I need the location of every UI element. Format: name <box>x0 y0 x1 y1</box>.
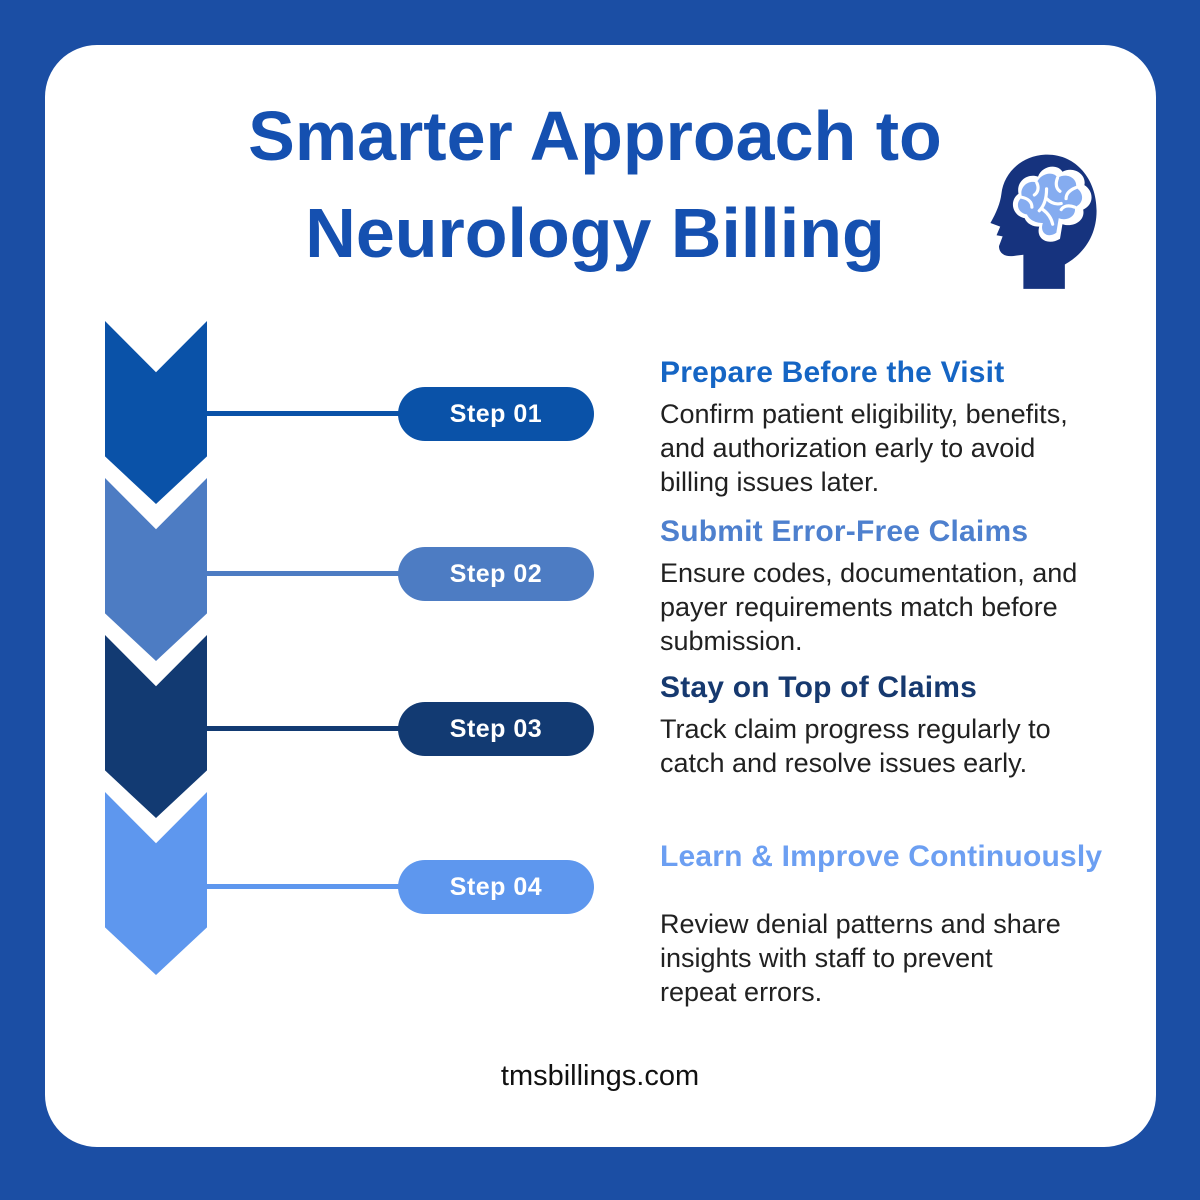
step-4-text-block: Learn & Improve Continuously Review deni… <box>660 840 1150 1009</box>
step-3-description: Track claim progress regularly to catch … <box>660 714 1051 778</box>
footer-url: tmsbillings.com <box>500 1060 700 1092</box>
step-1-text-block: Prepare Before the Visit Confirm patient… <box>660 356 1150 499</box>
step-pill-2-label: Step 02 <box>449 559 543 588</box>
step-1-heading: Prepare Before the Visit <box>660 356 1005 389</box>
title-line-1: Smarter Approach to <box>248 97 942 175</box>
page-title: Smarter Approach to Neurology Billing <box>95 88 1095 282</box>
step-1-description: Confirm patient eligibility, benefits, a… <box>660 399 1068 497</box>
step-3-text-block: Stay on Top of Claims Track claim progre… <box>660 671 1150 780</box>
step-pill-1: Step 01 <box>398 387 594 441</box>
connector-line-step-2 <box>204 571 420 576</box>
step-pill-1-label: Step 01 <box>449 399 543 428</box>
brain-head-icon <box>990 154 1097 289</box>
step-3-heading: Stay on Top of Claims <box>660 671 978 704</box>
title-line-2: Neurology Billing <box>305 194 885 272</box>
step-2-description: Ensure codes, documentation, and payer r… <box>660 558 1078 656</box>
brain-glyph <box>1012 166 1092 242</box>
step-2-text-block: Submit Error-Free Claims Ensure codes, d… <box>660 515 1150 658</box>
step-pill-2: Step 02 <box>398 547 594 601</box>
step-pill-3-label: Step 03 <box>449 714 543 743</box>
connector-line-step-4 <box>204 884 420 889</box>
step-4-heading: Learn & Improve Continuously <box>660 840 1103 873</box>
step-pill-3: Step 03 <box>398 702 594 756</box>
step-4-description: Review denial patterns and share insight… <box>660 909 1061 1007</box>
connector-line-step-1 <box>204 411 420 416</box>
step-pill-4: Step 04 <box>398 860 594 914</box>
content-panel <box>45 45 1156 1147</box>
step-2-heading: Submit Error-Free Claims <box>660 515 1029 548</box>
step-pill-4-label: Step 04 <box>449 872 543 901</box>
connector-line-step-3 <box>204 726 420 731</box>
